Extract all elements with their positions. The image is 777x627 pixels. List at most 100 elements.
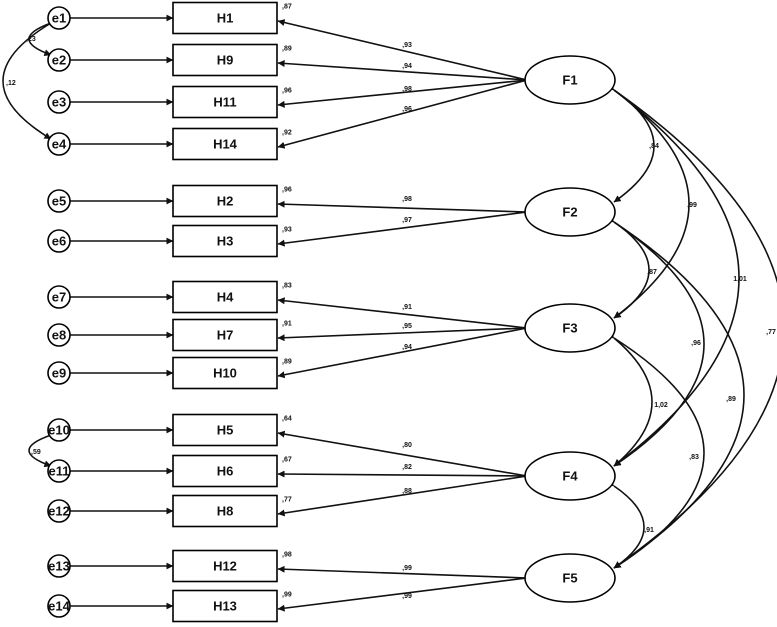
r-squared-label: ,67	[282, 456, 292, 463]
r-squared-label: ,93	[282, 226, 292, 233]
r-squared-label: ,77	[282, 496, 292, 503]
loading-label: ,80	[402, 442, 412, 449]
indicator-label: H14	[213, 136, 238, 151]
indicator-box-h2	[172, 184, 278, 218]
error-label: e14	[48, 598, 70, 613]
factor-covariance-f2-f4	[606, 215, 705, 467]
factor-covariance-label: ,77	[766, 329, 776, 336]
factor-covariance-label: ,89	[726, 396, 736, 403]
error-node-e6	[47, 229, 71, 253]
error-covariance-e1-e4	[2, 16, 59, 140]
error-label: e2	[52, 52, 66, 67]
error-label: e12	[48, 503, 70, 518]
loading-label: ,98	[402, 196, 412, 203]
factor-label: F3	[562, 320, 577, 335]
loading-label: ,93	[402, 42, 412, 49]
loading-label: ,97	[402, 217, 412, 224]
loading-label: ,96	[402, 106, 412, 113]
loading-arrow-f3-h7	[277, 327, 528, 342]
loading-arrow-f5-h12	[277, 565, 528, 579]
loading-arrow-f1-h1	[277, 19, 528, 81]
indicator-label: H13	[213, 598, 237, 613]
factor-node-f5	[524, 553, 616, 603]
error-label: e6	[52, 233, 66, 248]
loading-arrow-f3-h4	[277, 297, 528, 329]
error-label: e8	[52, 327, 66, 342]
indicator-box-h10	[172, 356, 278, 390]
indicator-box-h8	[172, 494, 278, 528]
indicator-box-h11	[172, 85, 278, 119]
loading-arrow-f4-h6	[277, 470, 528, 478]
factor-covariance-label: ,99	[687, 202, 697, 209]
indicator-label: H8	[217, 503, 234, 518]
error-node-e8	[47, 323, 71, 347]
error-covariance-label: ,12	[6, 80, 16, 87]
loading-label: ,94	[402, 63, 412, 70]
edges-layer	[2, 14, 777, 612]
error-node-e5	[47, 189, 71, 213]
loading-arrow-f4-h5	[277, 430, 528, 477]
error-node-e1	[47, 6, 71, 30]
indicator-box-h7	[172, 318, 278, 352]
error-label: e7	[52, 289, 66, 304]
loading-arrow-f1-h14	[277, 79, 528, 149]
indicator-label: H2	[217, 193, 234, 208]
factor-covariance-label: 1,01	[733, 276, 747, 283]
loading-arrow-f3-h10	[277, 327, 528, 379]
loading-label: ,91	[402, 304, 412, 311]
factor-covariance-label: ,87	[647, 269, 657, 276]
factor-covariance-f1-f3	[606, 83, 690, 319]
indicator-box-h12	[172, 549, 278, 583]
factor-label: F4	[562, 468, 578, 483]
indicator-label: H9	[217, 52, 234, 67]
factor-node-f4	[524, 451, 616, 501]
error-label: e3	[52, 94, 66, 109]
error-node-e13	[47, 554, 71, 578]
loading-label: ,98	[402, 86, 412, 93]
error-covariance-label: ,23	[26, 36, 36, 43]
loading-arrow-f4-h8	[277, 475, 528, 517]
error-covariance-e10-e11	[28, 429, 59, 468]
factor-node-f2	[524, 187, 616, 237]
r-squared-label: ,98	[282, 551, 292, 558]
error-node-e10	[47, 418, 71, 442]
factor-covariance-label: 1,02	[654, 402, 668, 409]
factor-covariance-f3-f4	[606, 331, 653, 467]
loading-arrow-f5-h13	[277, 577, 528, 612]
indicator-box-h9	[172, 43, 278, 77]
error-label: e5	[52, 193, 66, 208]
factor-covariance-f1-f5	[606, 83, 777, 569]
error-node-e3	[47, 90, 71, 114]
factor-node-f3	[524, 303, 616, 353]
indicator-label: H4	[217, 289, 234, 304]
factor-label: F5	[562, 570, 577, 585]
loading-label: ,94	[402, 344, 412, 351]
indicator-label: H11	[213, 94, 236, 109]
error-label: e13	[48, 558, 70, 573]
indicator-box-h3	[172, 224, 278, 258]
r-squared-label: ,87	[282, 3, 292, 10]
loading-label: ,99	[402, 593, 412, 600]
error-label: e9	[52, 365, 66, 380]
indicator-label: H10	[213, 365, 237, 380]
indicator-label: H5	[217, 422, 234, 437]
error-node-e7	[47, 285, 71, 309]
nodes-layer: e1e2e3e4e5e6e7e8e9e10e11e12e13e14H1H9H11…	[47, 1, 616, 623]
r-squared-label: ,92	[282, 129, 292, 136]
factor-covariance-f2-f5	[606, 215, 745, 569]
error-covariance-label: ,59	[31, 449, 41, 456]
error-label: e4	[52, 136, 67, 151]
error-node-e4	[47, 132, 71, 156]
factor-covariance-f1-f4	[606, 83, 740, 467]
factor-label: F2	[562, 204, 577, 219]
factor-covariance-f4-f5	[606, 479, 645, 569]
factor-covariance-label: ,83	[689, 454, 699, 461]
indicator-label: H6	[217, 463, 234, 478]
indicator-label: H1	[217, 10, 234, 25]
loading-arrow-f2-h3	[277, 211, 528, 247]
r-squared-label: ,99	[282, 591, 292, 598]
loading-label: ,95	[402, 323, 412, 330]
loading-arrow-f1-h9	[277, 59, 528, 81]
factor-label: F1	[562, 72, 577, 87]
